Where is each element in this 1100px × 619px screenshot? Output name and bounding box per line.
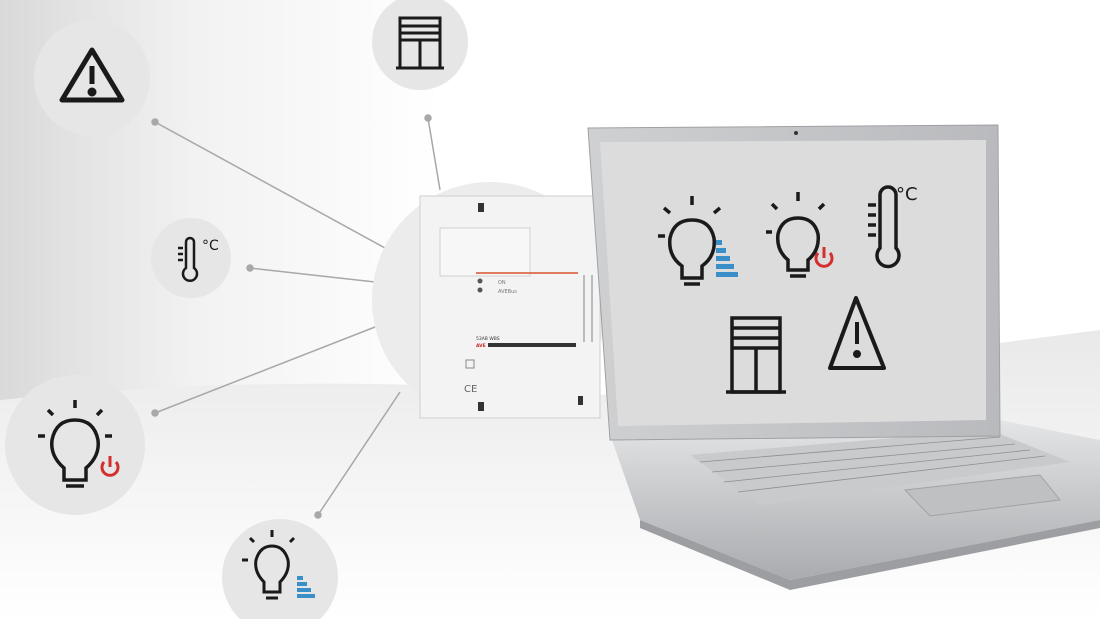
screen-thermometer-icon <box>868 185 901 269</box>
screen-dimmer-bars <box>716 240 738 277</box>
led-on-label: ON <box>498 280 506 286</box>
camera <box>794 131 798 135</box>
dimmer-level-bars <box>297 576 315 598</box>
keyboard-keys <box>699 436 1046 493</box>
screen-roller-shutter-icon <box>726 316 786 394</box>
screen-celsius-label: °C <box>896 184 918 205</box>
warning-triangle-icon <box>59 47 125 103</box>
light-bulb-on-off-icon <box>38 400 112 488</box>
model-label: 53AB WBS <box>476 336 500 342</box>
laptop-screen <box>600 140 986 426</box>
celsius-label: °C <box>202 238 219 254</box>
trackpad[interactable] <box>903 474 1061 517</box>
led-bus-label: AVEBus <box>498 289 517 295</box>
screen-bulb-dimmer-icon <box>658 196 722 286</box>
screen-warning-icon <box>828 296 886 370</box>
thermometer-circle <box>151 218 231 298</box>
roller-shutter-window-icon <box>396 16 444 70</box>
bulb-power-circle <box>5 375 145 515</box>
connector-lines <box>151 114 441 519</box>
ce-mark: CE <box>464 384 477 395</box>
screen-bulb-power-icon <box>766 192 826 278</box>
din-rail-device: ON AVEBus 53AB WBS AVE CE <box>419 195 601 419</box>
power-icon <box>100 456 120 477</box>
thermometer-icon <box>178 236 199 282</box>
laptop: °C <box>587 124 1100 590</box>
light-bulb-dimmer-icon <box>242 530 315 600</box>
screen-power-icon <box>814 247 834 268</box>
brand-logo: AVE <box>476 343 486 349</box>
